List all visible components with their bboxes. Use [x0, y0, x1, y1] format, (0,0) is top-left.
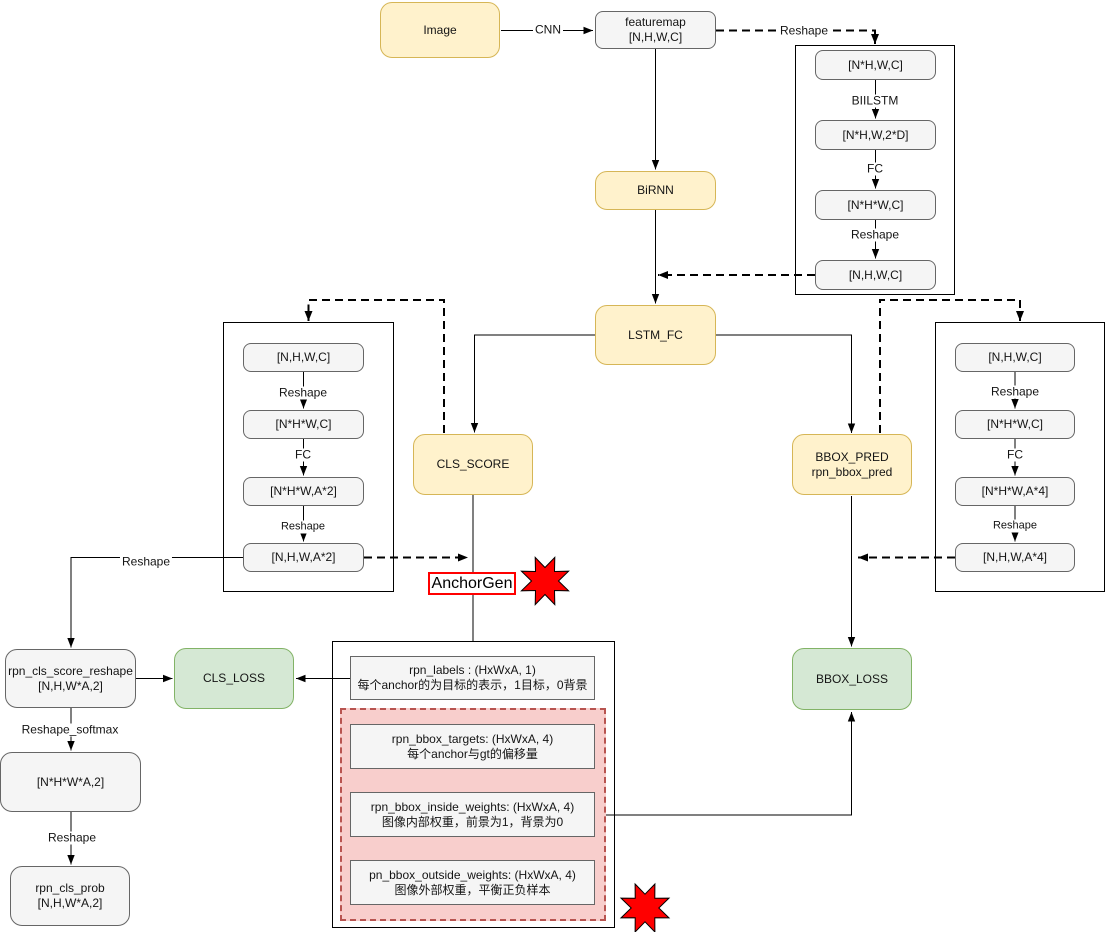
burst-star-icon-weights: [619, 882, 671, 932]
node-bbox-pred[interactable]: BBOX_PRED rpn_bbox_pred: [792, 434, 912, 495]
edge-label-reshape-softmax: Reshape_softmax: [19, 722, 121, 737]
node-bbox-pred-line2: rpn_bbox_pred: [811, 464, 893, 479]
g1-box-nhwc-out[interactable]: [N,H,W,C]: [815, 260, 936, 290]
node-featuremap-line1: featuremap: [625, 15, 686, 29]
node-lstm-fc-label: LSTM_FC: [628, 327, 683, 342]
g3-box-nhwc-flat[interactable]: [N*H*W,C]: [955, 410, 1075, 439]
edge-label-reshape-score: Reshape: [119, 554, 173, 569]
node-image-label: Image: [423, 22, 457, 37]
node-rpn-cls-prob[interactable]: rpn_cls_prob [N,H,W*A,2]: [10, 866, 130, 926]
g1-box-nhwc-in[interactable]: [N*H,W,C]: [815, 50, 936, 80]
g1-box2-label: [N*H,W,2*D]: [842, 127, 909, 142]
edge-nhwa2-to-clsreshape: [67, 557, 243, 648]
g1-box-nhw2d[interactable]: [N*H,W,2*D]: [815, 120, 936, 150]
edge-label-cnn: CNN: [533, 22, 563, 37]
node-rpn-bbox-targets-line2: 每个anchor与gt的偏移量: [407, 746, 538, 761]
node-rpn-bbox-targets[interactable]: rpn_bbox_targets: (HxWxA, 4) 每个anchor与gt…: [350, 724, 595, 769]
g3-box-nhwa4-flat[interactable]: [N*H*W,A*4]: [955, 477, 1075, 506]
node-cls-loss[interactable]: CLS_LOSS: [174, 648, 294, 709]
g1-box-nhwc-fc[interactable]: [N*H*W,C]: [815, 190, 936, 220]
node-rpn-labels-line1: rpn_labels : (HxWxA, 1): [409, 663, 536, 677]
edge-label-g1-reshape: Reshape: [848, 227, 902, 242]
g2-box1-label: [N,H,W,C]: [276, 350, 331, 364]
edge-label-g3-reshape: Reshape: [988, 384, 1042, 399]
node-rpn-cls-prob-line2: [N,H,W*A,2]: [37, 896, 103, 910]
edge-weights-to-bboxloss: [606, 712, 856, 816]
g3-box-nhwc[interactable]: [N,H,W,C]: [955, 343, 1075, 372]
edge-label-biilstm: BIILSTM: [849, 93, 901, 108]
edge-label-g2-fc: FC: [293, 447, 313, 462]
node-rpn-cls-score-reshape-line2: [N,H,W*A,2]: [38, 678, 103, 693]
node-rpn-cls-score-reshape-line1: rpn_cls_score_reshape: [8, 663, 133, 678]
node-bbox-pred-line1: BBOX_PRED: [815, 449, 889, 464]
g1-box3-label: [N*H*W,C]: [847, 197, 904, 212]
node-bbox-loss-label: BBOX_LOSS: [815, 671, 889, 686]
edge-clsscore-to-g2-dashed: [304, 299, 445, 433]
node-rpn-bbox-inside-weights-line2: 图像内部权重，前景为1，背景为0: [381, 814, 564, 829]
node-pn-bbox-outside-weights[interactable]: pn_bbox_outside_weights: (HxWxA, 4) 图像外部…: [350, 860, 595, 905]
node-cls-loss-label: CLS_LOSS: [202, 671, 266, 685]
edge-label-g3-reshape2: Reshape: [990, 519, 1040, 533]
g2-box-nhwc[interactable]: [N,H,W,C]: [243, 343, 364, 372]
g3-box2-label: [N*H*W,C]: [986, 417, 1043, 431]
g2-box-nhwa2[interactable]: [N,H,W,A*2]: [243, 543, 364, 572]
g2-box-nhwa2-flat[interactable]: [N*H*W,A*2]: [243, 477, 364, 506]
node-rpn-labels-line2: 每个anchor的为目标的表示，1目标，0背景: [357, 678, 588, 692]
g3-box3-label: [N*H*W,A*4]: [981, 484, 1049, 498]
g2-box3-label: [N*H*W,A*2]: [270, 484, 337, 498]
node-birnn[interactable]: BiRNN: [595, 171, 716, 210]
node-bbox-loss[interactable]: BBOX_LOSS: [792, 648, 912, 710]
node-rpn-cls-score-reshape[interactable]: rpn_cls_score_reshape [N,H,W*A,2]: [5, 649, 136, 708]
edge-label-g1-fc: FC: [865, 161, 885, 176]
edge-lstmfc-to-clsscore: [470, 334, 596, 433]
g3-box-nhwa4[interactable]: [N,H,W,A*4]: [955, 543, 1075, 572]
node-cls-score[interactable]: CLS_SCORE: [413, 434, 533, 495]
edge-label-reshape-featuremap: Reshape: [777, 23, 831, 38]
edge-label-g2-reshape: Reshape: [276, 385, 330, 400]
node-rpn-bbox-inside-weights[interactable]: rpn_bbox_inside_weights: (HxWxA, 4) 图像内部…: [350, 792, 595, 837]
node-rpn-bbox-inside-weights-line1: rpn_bbox_inside_weights: (HxWxA, 4): [370, 799, 575, 814]
node-rpn-bbox-targets-line1: rpn_bbox_targets: (HxWxA, 4): [391, 731, 554, 746]
node-featuremap-line2: [N,H,W,C]: [628, 30, 683, 44]
edge-bboxpred-to-g3-dashed: [879, 299, 1024, 433]
node-anchor-gen-label: AnchorGen: [431, 574, 513, 592]
node-pn-bbox-outside-weights-line1: pn_bbox_outside_weights: (HxWxA, 4): [369, 867, 576, 882]
g3-box4-label: [N,H,W,A*4]: [982, 550, 1047, 564]
node-rpn-labels[interactable]: rpn_labels : (HxWxA, 1) 每个anchor的为目标的表示，…: [350, 656, 595, 700]
g2-box4-label: [N,H,W,A*2]: [271, 550, 336, 564]
edge-lstmfc-to-bboxpred: [716, 334, 856, 433]
g2-box-nhwc-flat[interactable]: [N*H*W,C]: [243, 410, 364, 439]
node-featuremap[interactable]: featuremap [N,H,W,C]: [595, 11, 716, 49]
node-birnn-label: BiRNN: [637, 183, 674, 197]
node-softmax-tensor-label: [N*H*W*A,2]: [36, 774, 105, 789]
node-lstm-fc[interactable]: LSTM_FC: [595, 305, 716, 365]
node-rpn-cls-prob-line1: rpn_cls_prob: [35, 881, 105, 895]
g1-box4-label: [N,H,W,C]: [848, 267, 903, 282]
g3-box1-label: [N,H,W,C]: [988, 350, 1042, 364]
node-pn-bbox-outside-weights-line2: 图像外部权重，平衡正负样本: [394, 882, 551, 897]
edge-featuremap-reshape-dashed: [716, 29, 879, 44]
node-image[interactable]: Image: [380, 2, 500, 58]
g1-box1-label: [N*H,W,C]: [848, 57, 903, 72]
edge-label-reshape-prob: Reshape: [45, 830, 99, 845]
node-cls-score-label: CLS_SCORE: [436, 457, 510, 471]
edge-label-g2-reshape2: Reshape: [278, 520, 328, 534]
g2-box2-label: [N*H*W,C]: [275, 417, 332, 431]
edge-label-g3-fc: FC: [1005, 447, 1025, 462]
burst-star-icon-anchorgen: [520, 556, 570, 606]
node-softmax-tensor[interactable]: [N*H*W*A,2]: [0, 752, 141, 812]
node-anchor-gen[interactable]: AnchorGen: [428, 572, 516, 595]
